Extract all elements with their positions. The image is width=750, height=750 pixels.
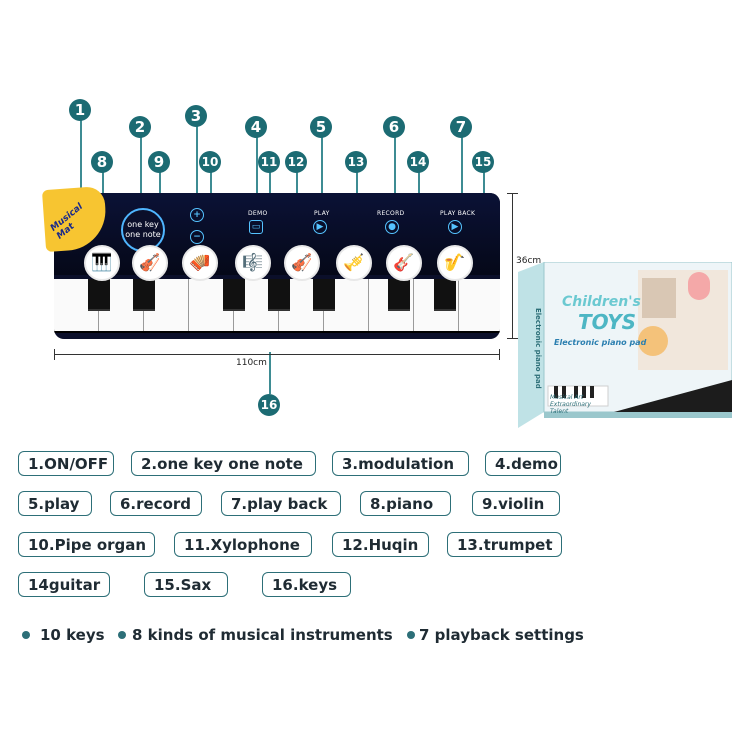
callout-16: 16: [258, 394, 280, 416]
demo-label: DEMO: [248, 210, 268, 217]
black-key[interactable]: [388, 279, 410, 311]
piano-keys[interactable]: [54, 279, 500, 333]
legend-item-1: 1.ON/OFF: [18, 451, 114, 476]
legend-item-4: 4.demo: [485, 451, 561, 476]
box-title-line1: Children's: [562, 294, 641, 310]
callout-12: 12: [285, 151, 307, 173]
one-key-one-note-button[interactable]: one key one note: [121, 208, 165, 252]
pipe-organ-icon[interactable]: 🪗: [182, 245, 218, 281]
legend-item-9: 9.violin: [472, 491, 560, 516]
box-illustration: [518, 261, 733, 428]
black-key[interactable]: [133, 279, 155, 311]
bullet-icon: [118, 631, 126, 639]
black-key[interactable]: [88, 279, 110, 311]
callout-7: 7: [450, 116, 472, 138]
black-key[interactable]: [313, 279, 335, 311]
sax-icon[interactable]: 🎷: [437, 245, 473, 281]
black-key[interactable]: [434, 279, 456, 311]
white-key[interactable]: [459, 279, 500, 331]
height-dimension-line: [512, 193, 513, 339]
minus-icon[interactable]: −: [190, 230, 204, 244]
callout-10: 10: [199, 151, 221, 173]
guitar-icon[interactable]: 🎸: [386, 245, 422, 281]
xylophone-icon[interactable]: 🎼: [235, 245, 271, 281]
trumpet-icon[interactable]: 🎺: [336, 245, 372, 281]
height-dimension-tick: [507, 338, 518, 339]
box-tag-line2: Extraordinary: [550, 401, 591, 408]
width-label: 110cm: [236, 358, 267, 368]
playback-label: PLAY BACK: [440, 210, 476, 217]
leader-line: [394, 137, 396, 217]
legend-item-11: 11.Xylophone: [174, 532, 312, 557]
width-dimension-tick: [54, 349, 55, 360]
huqin-icon[interactable]: 🎻: [284, 245, 320, 281]
callout-11: 11: [258, 151, 280, 173]
box-side-text: Electronic piano pad: [534, 308, 542, 389]
callout-4: 4: [245, 116, 267, 138]
one-key-line2: one note: [125, 230, 161, 239]
callout-14: 14: [407, 151, 429, 173]
leader-line: [140, 137, 142, 209]
badge-label: Musical Mat: [48, 201, 85, 242]
legend-item-5: 5.play: [18, 491, 92, 516]
play-label: PLAY: [314, 210, 330, 217]
legend-item-12: 12.Huqin: [332, 532, 429, 557]
leader-line: [461, 137, 463, 217]
black-key[interactable]: [268, 279, 290, 311]
legend-item-8: 8.piano: [360, 491, 451, 516]
callout-8: 8: [91, 151, 113, 173]
callout-15: 15: [472, 151, 494, 173]
callout-13: 13: [345, 151, 367, 173]
height-label: 36cm: [516, 256, 542, 266]
feature-item: 10 keys: [22, 626, 105, 644]
legend-item-3: 3.modulation: [332, 451, 469, 476]
bullet-icon: [407, 631, 415, 639]
width-dimension-tick: [499, 349, 500, 360]
legend-item-15: 15.Sax: [144, 572, 228, 597]
width-dimension-line: [54, 354, 500, 355]
box-subtitle: Electronic piano pad: [554, 338, 647, 347]
leader-line: [80, 120, 82, 190]
violin-icon[interactable]: 🎻: [132, 245, 168, 281]
legend-item-7: 7.play back: [221, 491, 341, 516]
piano-icon[interactable]: 🎹: [84, 245, 120, 281]
callout-3: 3: [185, 105, 207, 127]
bullet-icon: [22, 631, 30, 639]
callout-6: 6: [383, 116, 405, 138]
legend-item-10: 10.Pipe organ: [18, 532, 155, 557]
callout-2: 2: [129, 116, 151, 138]
piano-mat: [54, 193, 500, 339]
plus-icon[interactable]: +: [190, 208, 204, 222]
callout-9: 9: [148, 151, 170, 173]
legend-item-16: 16.keys: [262, 572, 351, 597]
feature-text: 7 playback settings: [419, 626, 584, 644]
leader-line: [269, 352, 271, 394]
box-title-line2: TOYS: [578, 310, 637, 334]
feature-item: 7 playback settings: [407, 626, 584, 644]
legend-item-13: 13.trumpet: [447, 532, 562, 557]
leader-line: [196, 126, 198, 210]
playback-icon[interactable]: ▶: [448, 220, 462, 234]
legend-item-2: 2.one key one note: [131, 451, 316, 476]
box-tag-line3: Talent: [550, 408, 569, 415]
leader-line: [256, 137, 258, 217]
legend-item-6: 6.record: [110, 491, 202, 516]
height-dimension-tick: [507, 193, 518, 194]
box-tag-line1: Musical Art: [550, 394, 584, 401]
legend-item-14: 14guitar: [18, 572, 110, 597]
callout-5: 5: [310, 116, 332, 138]
demo-icon[interactable]: ▭: [249, 220, 263, 234]
feature-text: 8 kinds of musical instruments: [132, 626, 393, 644]
leader-line: [321, 137, 323, 217]
feature-text: 10 keys: [40, 626, 105, 644]
record-label: RECORD: [377, 210, 405, 217]
product-box: Electronic piano pad Children's TOYS Ele…: [518, 261, 733, 428]
record-icon[interactable]: ●: [385, 220, 399, 234]
play-icon[interactable]: ▶: [313, 220, 327, 234]
black-key[interactable]: [223, 279, 245, 311]
one-key-line1: one key: [127, 220, 159, 229]
callout-1: 1: [69, 99, 91, 121]
feature-item: 8 kinds of musical instruments: [118, 626, 393, 644]
